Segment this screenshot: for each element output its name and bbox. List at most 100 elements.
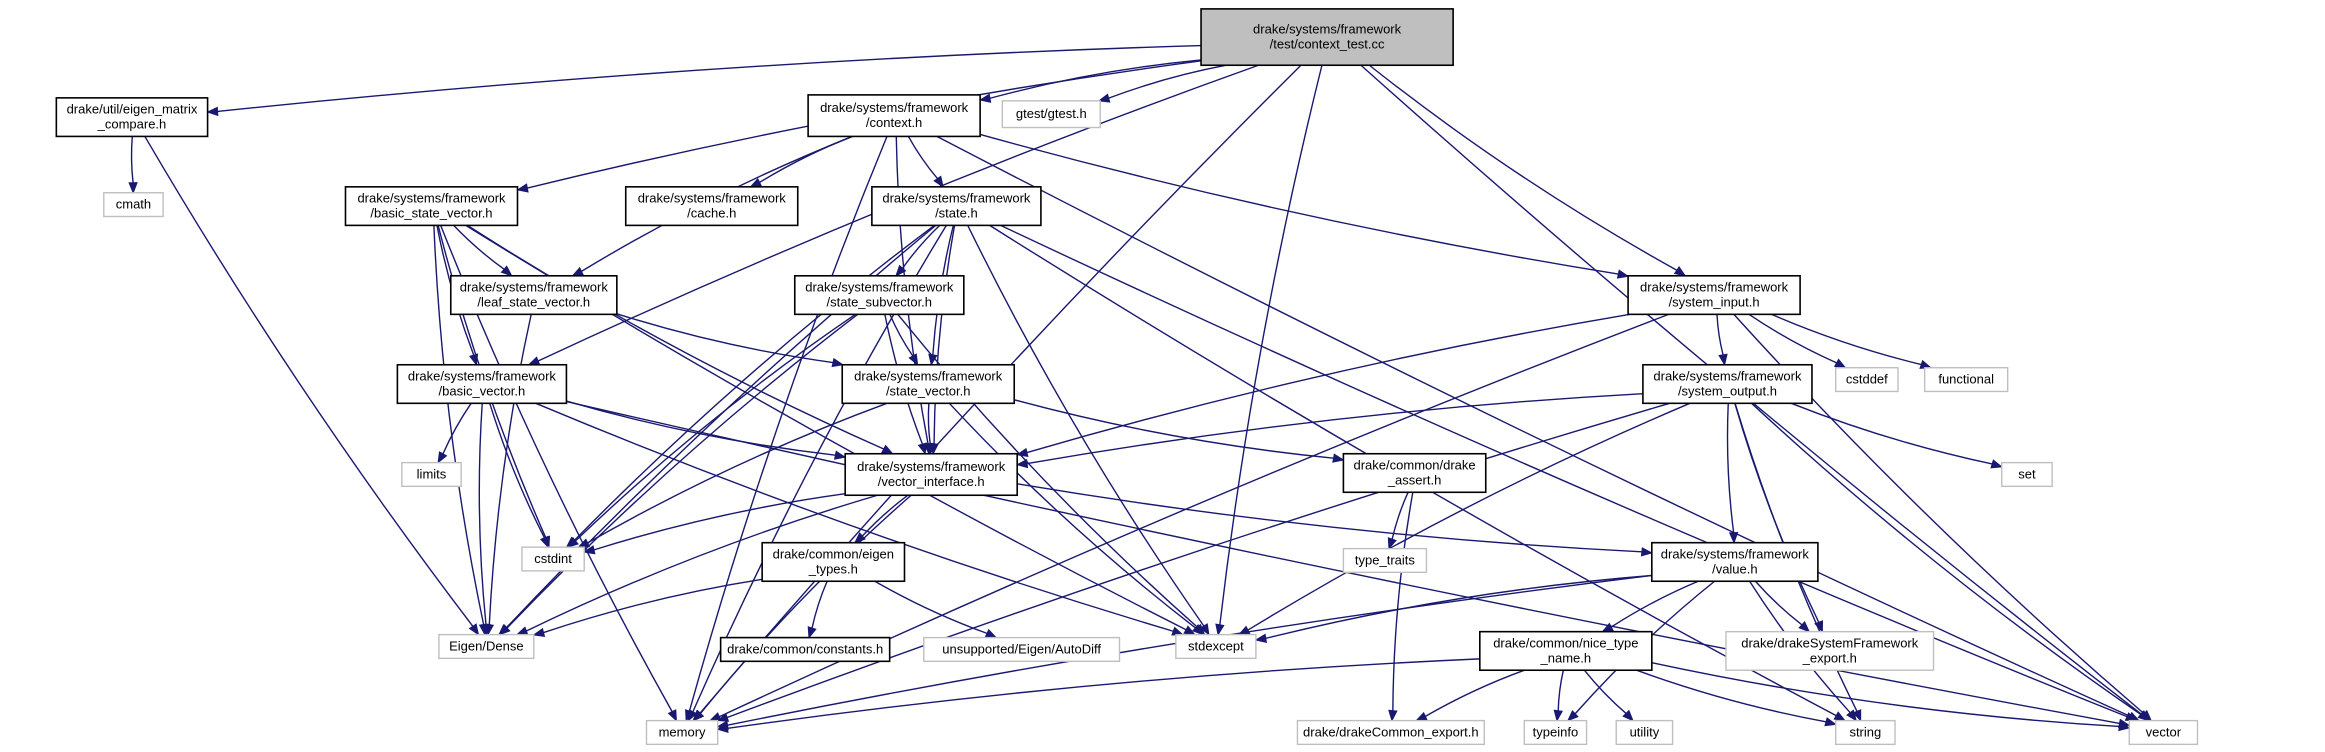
node-label: drake/common/eigen (773, 546, 894, 561)
node-nicetype[interactable]: drake/common/nice_type_name.h (1479, 630, 1653, 672)
node-label: /value.h (1712, 561, 1758, 576)
edge-arrowhead (1814, 620, 1824, 633)
edge-line (726, 402, 1670, 719)
edge-arrowhead (500, 265, 513, 277)
node-box (1651, 541, 1819, 583)
edge-ctx_test-to-sysin (1368, 64, 1687, 277)
node-box (1479, 630, 1653, 672)
node-dsfexport[interactable]: drake/drakeSystemFramework_export.h (1725, 630, 1935, 671)
node-dassert[interactable]: drake/common/drake_assert.h (1342, 452, 1487, 494)
node-eigen_cmp[interactable]: drake/util/eigen_matrix_compare.h (55, 97, 209, 138)
edge-arrowhead (1852, 709, 1862, 722)
node-eigen[interactable]: Eigen/Dense (438, 633, 535, 660)
edge-dassert-to-dcexport (1388, 492, 1414, 722)
node-box (841, 363, 1016, 405)
edge-arrowhead (2137, 710, 2150, 722)
node-box (1725, 630, 1935, 671)
edge-arrowhead (532, 627, 546, 638)
edge-line (478, 403, 487, 625)
node-bsv[interactable]: drake/systems/framework/basic_state_vect… (344, 186, 519, 227)
edge-arrowhead (692, 709, 705, 722)
node-functional[interactable]: functional (1923, 367, 2009, 393)
node-label: drake/systems/framework (1640, 280, 1789, 295)
edge-etypes-to-eigen (532, 578, 763, 638)
node-string[interactable]: string (1834, 719, 1896, 746)
node-value[interactable]: drake/systems/framework/value.h (1651, 541, 1819, 583)
node-utility[interactable]: utility (1615, 719, 1674, 746)
edge-arrowhead (917, 442, 927, 456)
node-label: /system_input.h (1669, 295, 1760, 310)
node-cstdint[interactable]: cstdint (521, 546, 585, 572)
edge-line (1748, 313, 1837, 364)
edge-sv-to-stdexcept (948, 402, 1204, 636)
edge-line (1368, 64, 1678, 271)
node-label: utility (1630, 724, 1660, 739)
edge-arrowhead (1990, 459, 2004, 469)
node-label: gtest/gtest.h (1016, 106, 1087, 121)
edge-line (1716, 314, 1724, 356)
node-ctx_test[interactable]: drake/systems/framework/test/context_tes… (1200, 8, 1454, 67)
edge-vi-to-eigen (515, 494, 878, 636)
node-box (1001, 100, 1101, 129)
node-dcexport[interactable]: drake/drakeCommon_export.h (1296, 719, 1485, 746)
edge-line (948, 402, 1196, 629)
node-bv[interactable]: drake/systems/framework/basic_vector.h (396, 363, 568, 405)
edge-line (566, 400, 2120, 725)
edge-context-to-sysin (979, 133, 1630, 279)
edge-arrowhead (1833, 358, 1847, 369)
edge-arrowhead (1097, 93, 1111, 103)
edge-line (526, 494, 878, 632)
edge-line (889, 314, 914, 357)
edge-line (1014, 399, 1334, 459)
node-sysout[interactable]: drake/systems/framework/system_output.h (1642, 363, 1813, 405)
edge-line (979, 133, 1619, 275)
node-lsv[interactable]: drake/systems/framework/leaf_state_vecto… (449, 274, 618, 316)
edge-line (573, 224, 935, 542)
node-label: /test/context_test.cc (1270, 37, 1385, 52)
node-state[interactable]: drake/systems/framework/state.h (871, 186, 1042, 227)
node-label: drake/systems/framework (1653, 369, 1802, 384)
node-vi[interactable]: drake/systems/framework/vector_interface… (844, 452, 1018, 497)
node-cstddef[interactable]: cstddef (1834, 367, 1899, 393)
edge-line (874, 580, 988, 635)
edge-arrowhead (1566, 709, 1579, 722)
node-context[interactable]: drake/systems/framework/context.h (807, 94, 981, 138)
node-label: drake/common/drake (1354, 458, 1476, 473)
node-sysin[interactable]: drake/systems/framework/system_input.h (1627, 274, 1801, 316)
edge-arrowhead (928, 353, 938, 367)
node-label: vector (2146, 724, 2182, 739)
node-vector[interactable]: vector (2128, 719, 2199, 746)
edge-line (1726, 403, 1735, 533)
edge-arrowhead (1640, 547, 1654, 557)
node-consts[interactable]: drake/common/constants.h (719, 636, 891, 663)
node-box (1642, 363, 1813, 405)
node-cmath[interactable]: cmath (103, 192, 164, 218)
node-set[interactable]: set (2001, 461, 2053, 488)
node-ssub[interactable]: drake/systems/framework/state_subvector.… (793, 274, 965, 316)
node-cache[interactable]: drake/systems/framework/cache.h (624, 186, 799, 227)
node-gtest[interactable]: gtest/gtest.h (1001, 100, 1101, 129)
edge-arrowhead (577, 538, 591, 548)
node-label: _assert.h (1387, 473, 1441, 488)
edge-line (616, 313, 834, 364)
edge-line (699, 494, 912, 714)
node-label: /state.h (935, 206, 978, 221)
node-memory[interactable]: memory (645, 719, 719, 746)
node-etypes[interactable]: drake/common/eigen_types.h (761, 541, 906, 583)
node-autodiff[interactable]: unsupported/Eigen/AutoDiff (923, 636, 1121, 663)
node-label: drake/systems/framework (357, 191, 506, 206)
node-sv[interactable]: drake/systems/framework/state_vector.h (841, 363, 1016, 405)
node-label: stdexcept (1188, 638, 1244, 653)
node-ttraits[interactable]: type_traits (1342, 547, 1428, 574)
node-limits[interactable]: limits (401, 461, 462, 488)
node-label: _types.h (808, 561, 858, 576)
node-typeinfo[interactable]: typeinfo (1523, 719, 1588, 746)
edge-lsv-to-sv (616, 313, 845, 368)
node-stdexcept[interactable]: stdexcept (1175, 633, 1257, 660)
node-label: drake/systems/framework (460, 280, 609, 295)
node-box (1175, 633, 1257, 660)
edge-ctx_test-to-gtest (1097, 64, 1227, 103)
edge-line (488, 314, 532, 625)
node-box (1342, 452, 1487, 494)
